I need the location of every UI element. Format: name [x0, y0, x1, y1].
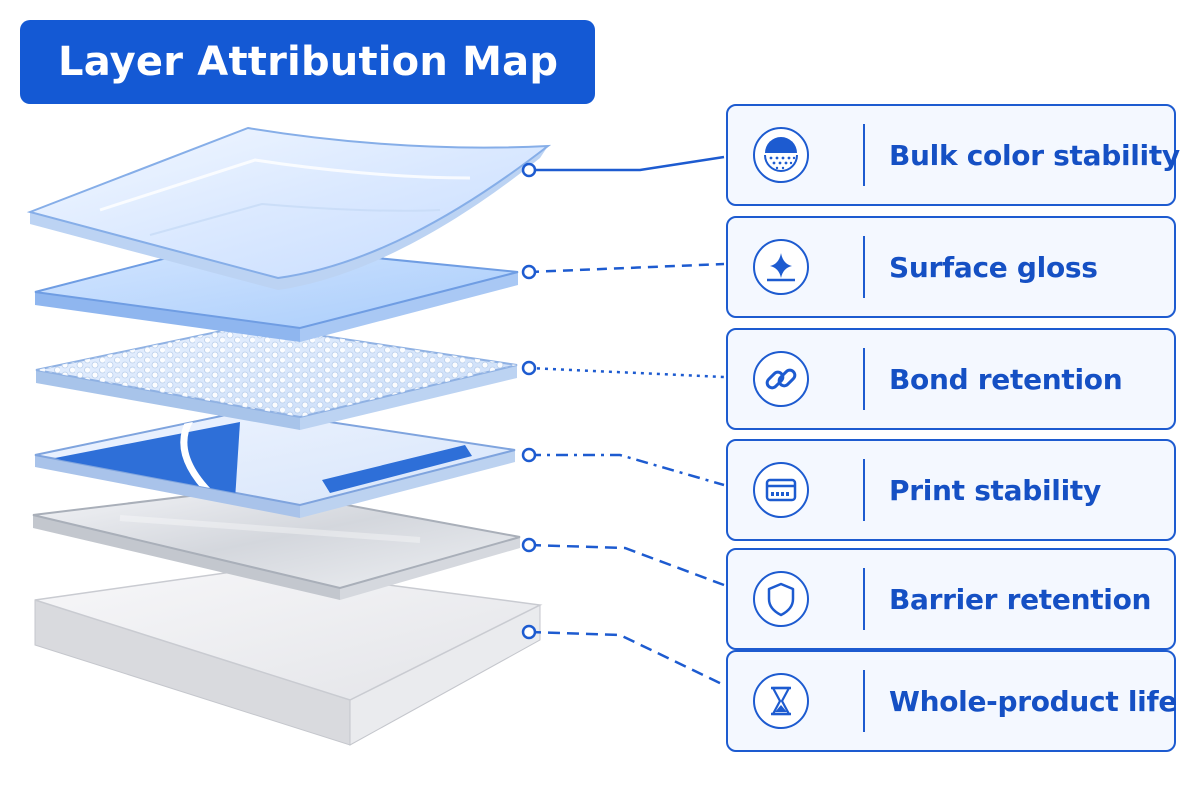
connector-whole-product — [528, 630, 725, 687]
sparkle-icon — [753, 239, 809, 295]
connector-print — [529, 453, 725, 487]
dotted-half-circle-icon — [753, 127, 809, 183]
attribute-card-bond-retention: Bond retention — [726, 328, 1176, 430]
attribute-card-print-stability: Print stability — [726, 439, 1176, 541]
layer-dotted-adhesive — [35, 323, 518, 430]
attribute-card-surface-gloss: Surface gloss — [726, 216, 1176, 318]
chain-link-icon — [753, 351, 809, 407]
connector-nodes — [521, 162, 537, 640]
shield-icon — [753, 571, 809, 627]
card-divider — [863, 459, 865, 521]
card-icon — [753, 462, 809, 518]
card-divider — [863, 670, 865, 732]
layer-metal-barrier — [32, 486, 521, 600]
card-divider — [863, 236, 865, 298]
attribute-label: Whole-product life — [889, 684, 1178, 718]
attribute-card-bulk-color: Bulk color stability — [726, 104, 1180, 206]
connector-surface-gloss — [528, 262, 725, 274]
connector-lines — [528, 155, 725, 687]
layer-print — [34, 408, 516, 518]
card-divider — [863, 124, 865, 186]
attribute-card-whole-product-life: Whole-product life — [726, 650, 1178, 752]
attribute-label: Surface gloss — [889, 250, 1098, 284]
attribute-label: Barrier retention — [889, 582, 1152, 616]
layer-base-substrate — [34, 567, 543, 746]
layer-clear-topcoat — [26, 126, 552, 290]
connector-bond — [528, 366, 725, 379]
connector-barrier — [528, 543, 725, 587]
page-title: Layer Attribution Map — [20, 20, 595, 104]
attribute-label: Bond retention — [889, 362, 1123, 396]
attribute-label: Bulk color stability — [889, 138, 1180, 172]
card-divider — [863, 568, 865, 630]
attribute-label: Print stability — [889, 473, 1101, 507]
attribute-card-barrier-retention: Barrier retention — [726, 548, 1176, 650]
connector-bulk-color — [529, 155, 725, 172]
layer-blue-surface — [34, 241, 519, 342]
hourglass-icon — [753, 673, 809, 729]
card-divider — [863, 348, 865, 410]
